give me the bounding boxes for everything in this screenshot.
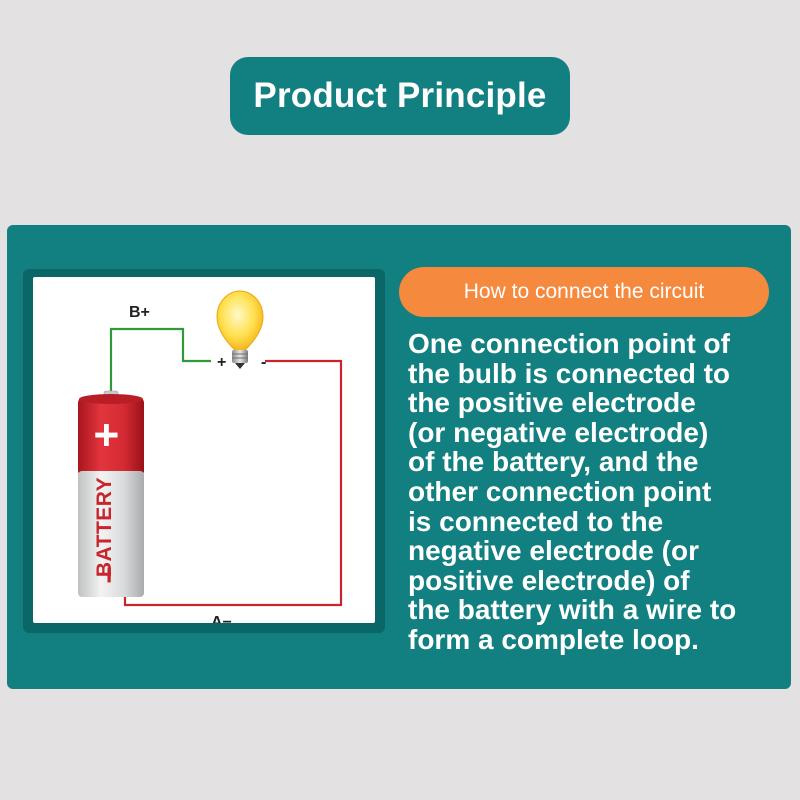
description: One connection point of the bulb is conn… xyxy=(408,329,780,655)
description-line: the bulb is connected to xyxy=(408,357,731,389)
description-line: negative electrode (or xyxy=(408,535,699,567)
label-a-minus: A− xyxy=(211,614,232,623)
circuit-diagram-svg: + BATTERY − B+ + - A− xyxy=(78,290,343,623)
bulb-icon xyxy=(216,290,264,369)
description-line: other connection point xyxy=(408,475,712,507)
label-b-plus: B+ xyxy=(129,304,150,321)
description-line: form a complete loop. xyxy=(408,623,699,655)
circuit-diagram: + BATTERY − B+ + - A− xyxy=(33,277,375,623)
description-line: positive electrode) of xyxy=(408,564,690,596)
circuit-diagram-frame: + BATTERY − B+ + - A− xyxy=(23,269,385,633)
description-line: One connection point of xyxy=(408,328,730,359)
positive-wire xyxy=(109,327,211,397)
battery-label: BATTERY xyxy=(93,477,116,577)
subtitle-pill: How to connect the circuit xyxy=(399,267,769,317)
title-badge: Product Principle xyxy=(230,57,570,135)
description-line: (or negative electrode) xyxy=(408,416,709,448)
description-line: is connected to the xyxy=(408,505,664,537)
page-title: Product Principle xyxy=(253,76,547,115)
description-line: the positive electrode xyxy=(408,387,696,419)
bulb-minus-label: - xyxy=(261,354,266,371)
negative-wire xyxy=(123,359,343,607)
bulb-plus-label: + xyxy=(217,354,226,371)
main-panel: + BATTERY − B+ + - A− H xyxy=(7,225,791,689)
battery-icon: + BATTERY − xyxy=(78,390,144,597)
battery-plus: + xyxy=(82,422,131,448)
battery-minus: − xyxy=(93,566,126,584)
subtitle: How to connect the circuit xyxy=(463,280,705,303)
description-line: the battery with a wire to xyxy=(408,594,737,626)
description-line: of the battery, and the xyxy=(408,446,699,478)
